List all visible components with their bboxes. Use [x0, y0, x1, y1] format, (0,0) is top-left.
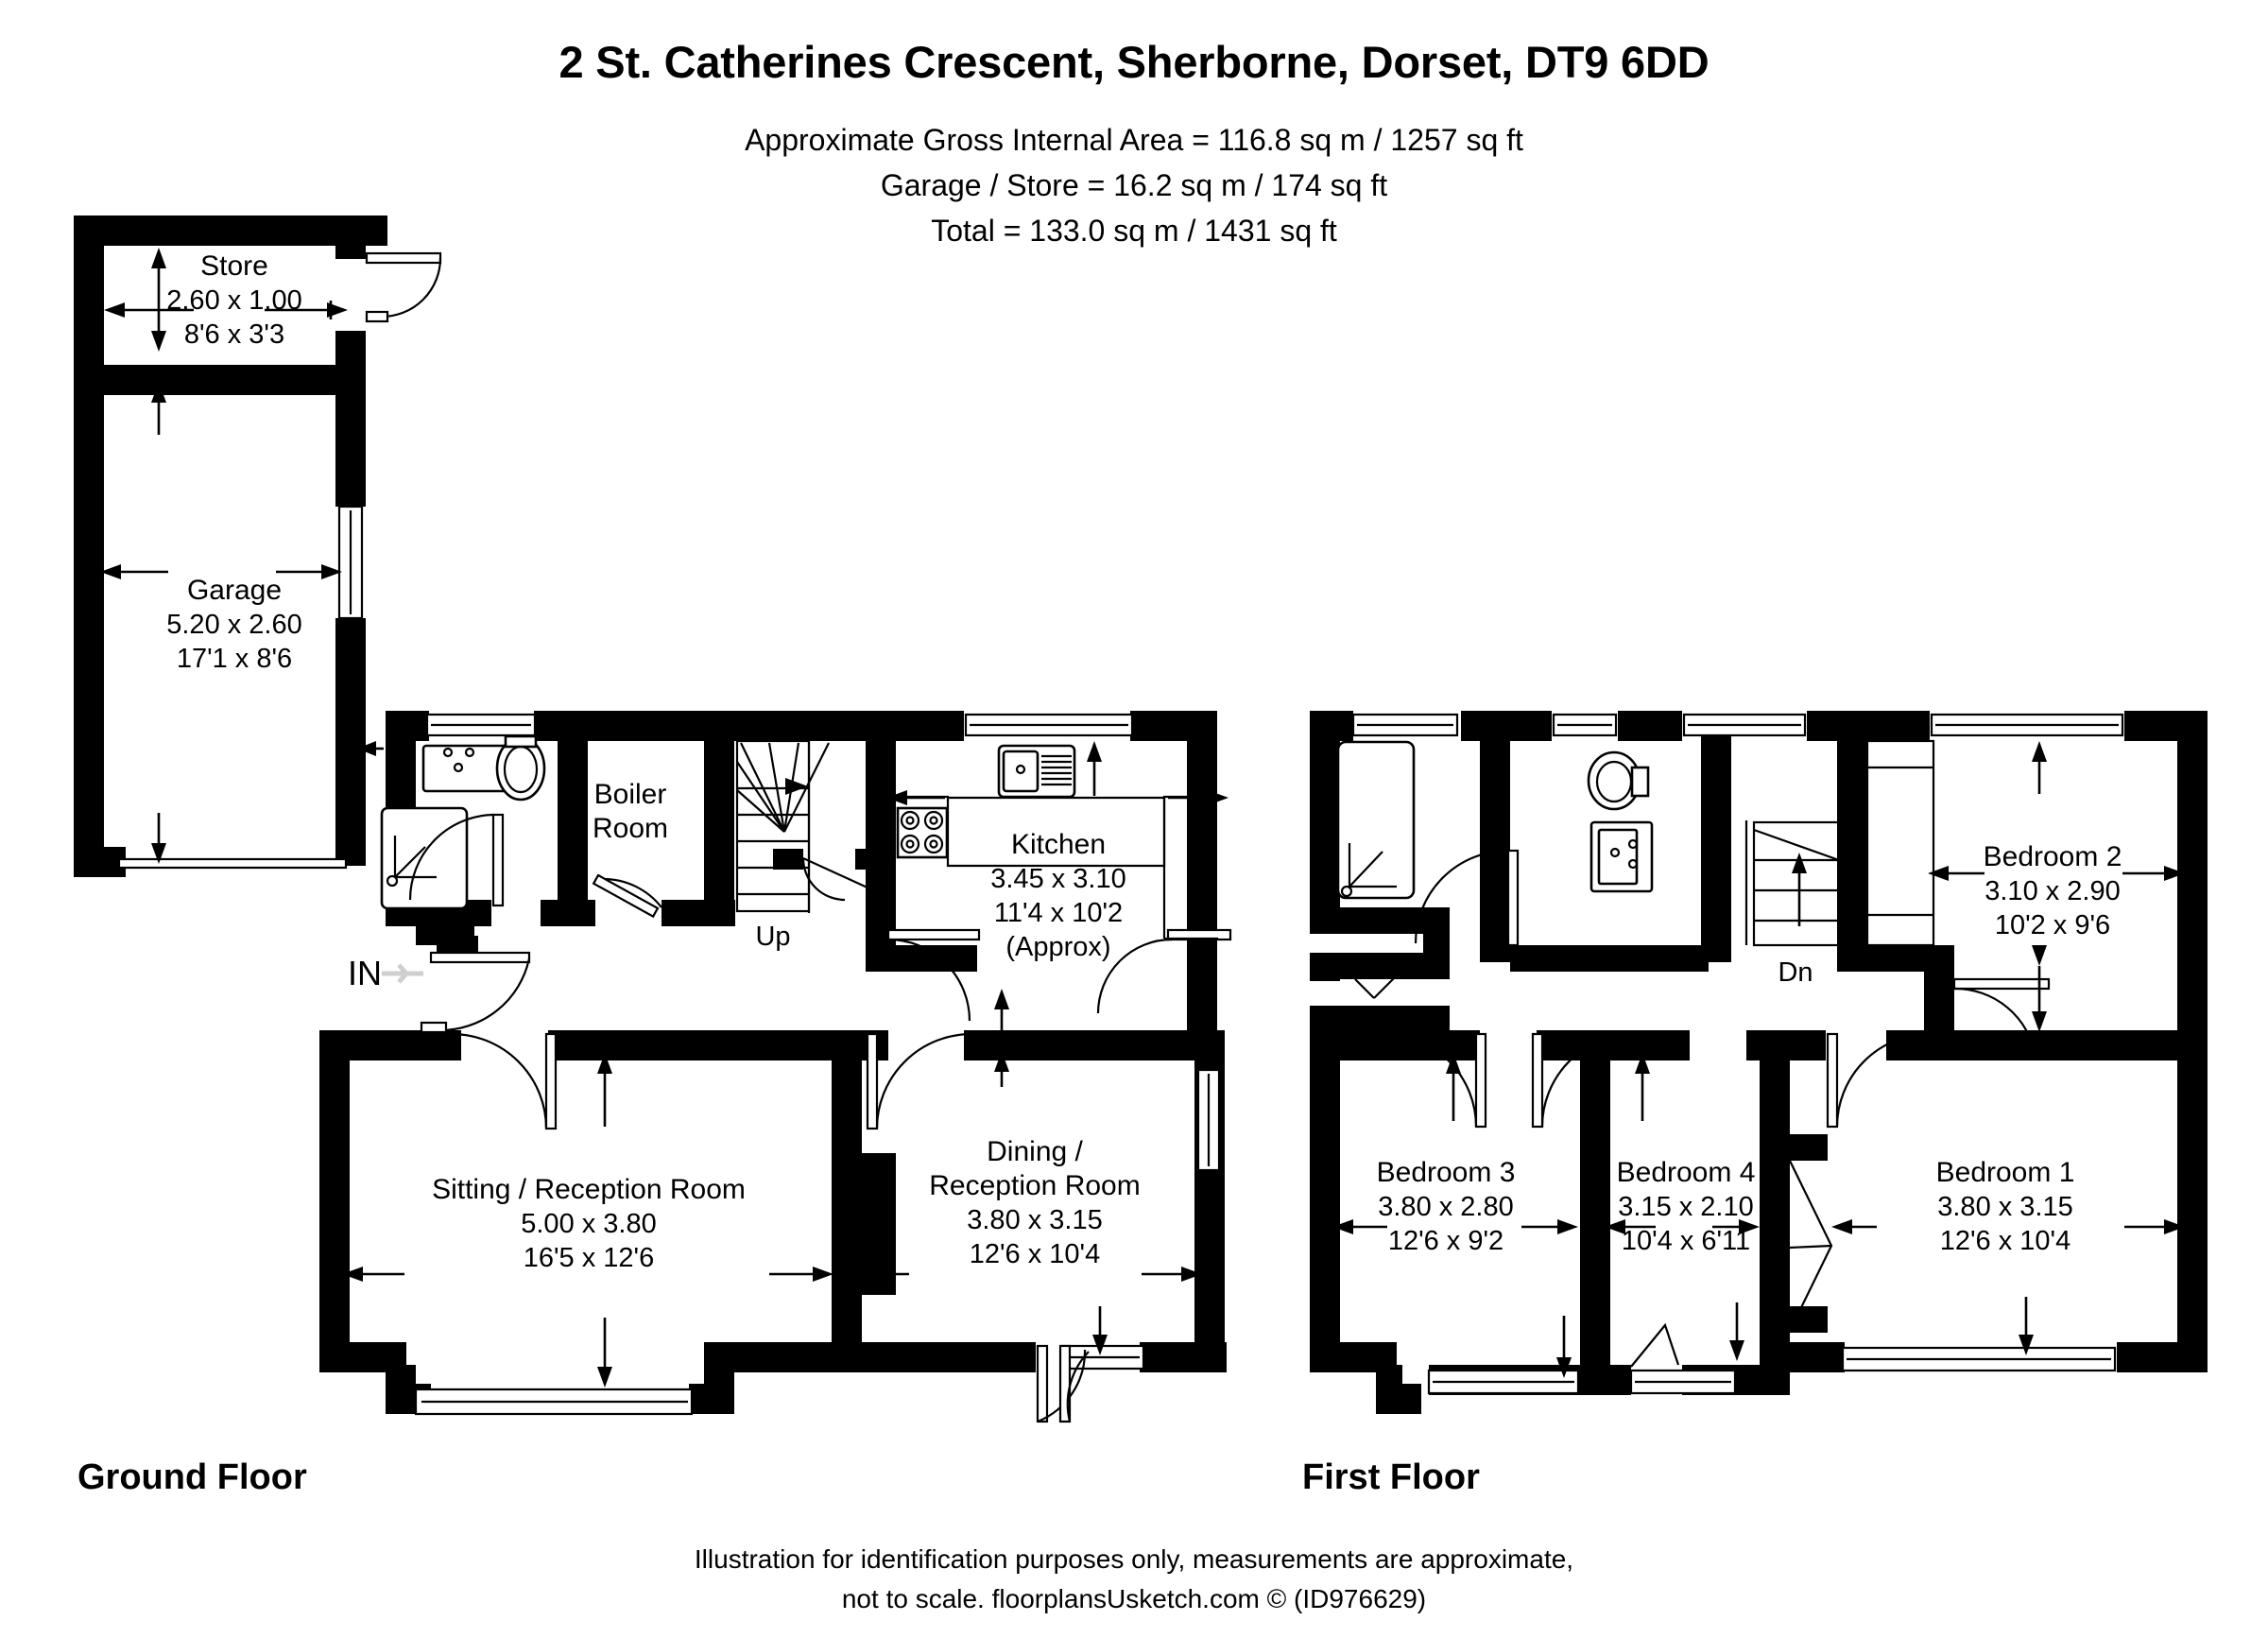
- room-imperial-dining: 12'6 x 10'4: [970, 1239, 1100, 1269]
- ground-floor-plan: Store 2.60 x 1.00 8'6 x 3'3 Garage 5.20 …: [74, 216, 1232, 1423]
- hob-icon: [896, 806, 949, 859]
- room-metric-garage: 5.20 x 2.60: [166, 610, 302, 640]
- svg-text:IN: IN: [348, 954, 382, 992]
- room-label-boiler-2: Room: [593, 813, 668, 844]
- room-label-store: Store: [200, 250, 268, 282]
- store-dimensions: [104, 248, 348, 352]
- first-floor-bathroom-fixtures: [1336, 740, 1654, 900]
- ground-floor-doors: [408, 813, 1232, 1423]
- room-label-dining-2: Reception Room: [929, 1170, 1140, 1201]
- ground-floor-dimensions: [342, 741, 1228, 1388]
- stairs-up-label: Up: [755, 922, 790, 952]
- garage-store-walls: [74, 216, 387, 877]
- kitchen-sink-icon: [997, 744, 1076, 799]
- room-metric-sitting: 5.00 x 3.80: [521, 1209, 657, 1239]
- room-imperial-garage: 17'1 x 8'6: [177, 644, 292, 674]
- room-imperial-bedroom2: 10'2 x 9'6: [1995, 910, 2110, 940]
- room-label-bedroom4: Bedroom 4: [1617, 1157, 1756, 1188]
- store-door: [365, 251, 442, 323]
- room-label-bedroom2: Bedroom 2: [1984, 841, 2122, 872]
- room-imperial-bedroom3: 12'6 x 9'2: [1388, 1226, 1503, 1256]
- area-total: Total = 133.0 sq m / 1431 sq ft: [931, 214, 1337, 248]
- room-label-sitting: Sitting / Reception Room: [432, 1174, 746, 1205]
- area-garage-store: Garage / Store = 16.2 sq m / 174 sq ft: [880, 168, 1388, 202]
- area-gross-internal: Approximate Gross Internal Area = 116.8 …: [745, 123, 1523, 157]
- room-label-dining-1: Dining /: [987, 1136, 1083, 1167]
- garage-side-door: [337, 505, 364, 620]
- room-imperial-store: 8'6 x 3'3: [184, 319, 284, 350]
- room-imperial-bedroom1: 12'6 x 10'4: [1940, 1226, 2070, 1256]
- room-metric-bedroom4: 3.15 x 2.10: [1618, 1192, 1754, 1222]
- room-imperial-sitting: 16'5 x 12'6: [524, 1243, 654, 1273]
- room-metric-dining: 3.80 x 3.15: [967, 1205, 1103, 1235]
- room-metric-bedroom3: 3.80 x 2.80: [1378, 1192, 1514, 1222]
- room-metric-bedroom1: 3.80 x 3.15: [1937, 1192, 2073, 1222]
- first-floor-doors: [1354, 849, 2051, 1368]
- staircase-up: Up: [735, 739, 830, 952]
- room-metric-kitchen: 3.45 x 3.10: [990, 864, 1126, 894]
- first-floor-walls: [1310, 711, 2208, 1414]
- washbasin-icon-upstairs: [1589, 820, 1654, 893]
- room-approx-kitchen: (Approx): [1005, 932, 1110, 962]
- bedroom2-wardrobe: [1865, 739, 1935, 947]
- ground-floor-bathroom-fixtures: [380, 734, 546, 910]
- room-metric-bedroom2: 3.10 x 2.90: [1984, 876, 2121, 906]
- ground-floor-label: Ground Floor: [77, 1457, 307, 1497]
- entrance-in-marker: IN: [348, 954, 423, 992]
- garage-dimensions: [100, 382, 342, 864]
- shower-icon: [380, 806, 469, 910]
- room-label-garage: Garage: [187, 575, 282, 606]
- room-metric-store: 2.60 x 1.00: [166, 285, 302, 316]
- room-label-kitchen: Kitchen: [1011, 829, 1106, 860]
- bathtub-icon: [1336, 740, 1416, 900]
- room-label-boiler-1: Boiler: [594, 779, 667, 810]
- room-label-bedroom1: Bedroom 1: [1936, 1157, 2075, 1188]
- first-floor-windows: [1351, 713, 2124, 1395]
- staircase-down: Dn: [1744, 820, 1841, 988]
- page-title: 2 St. Catherines Crescent, Sherborne, Do…: [558, 37, 1710, 87]
- kitchen-fixtures: [896, 744, 1218, 940]
- first-floor-dimensions: [1332, 741, 2185, 1378]
- stairs-down-label: Dn: [1778, 957, 1813, 988]
- toilet-icon: [495, 734, 546, 802]
- ground-floor-windows: [414, 713, 1221, 1416]
- room-label-bedroom3: Bedroom 3: [1377, 1157, 1516, 1188]
- garage-door-opening: [117, 857, 348, 870]
- first-floor-plan: Dn: [1310, 711, 2208, 1414]
- footer-disclaimer-line2: not to scale. floorplansUsketch.com © (I…: [841, 1584, 1427, 1613]
- footer-disclaimer-line1: Illustration for identification purposes…: [694, 1544, 1574, 1574]
- room-imperial-bedroom4: 10'4 x 6'11: [1622, 1226, 1750, 1256]
- room-imperial-kitchen: 11'4 x 10'2: [994, 898, 1123, 928]
- first-floor-label: First Floor: [1302, 1457, 1480, 1497]
- toilet-icon-upstairs: [1587, 750, 1650, 811]
